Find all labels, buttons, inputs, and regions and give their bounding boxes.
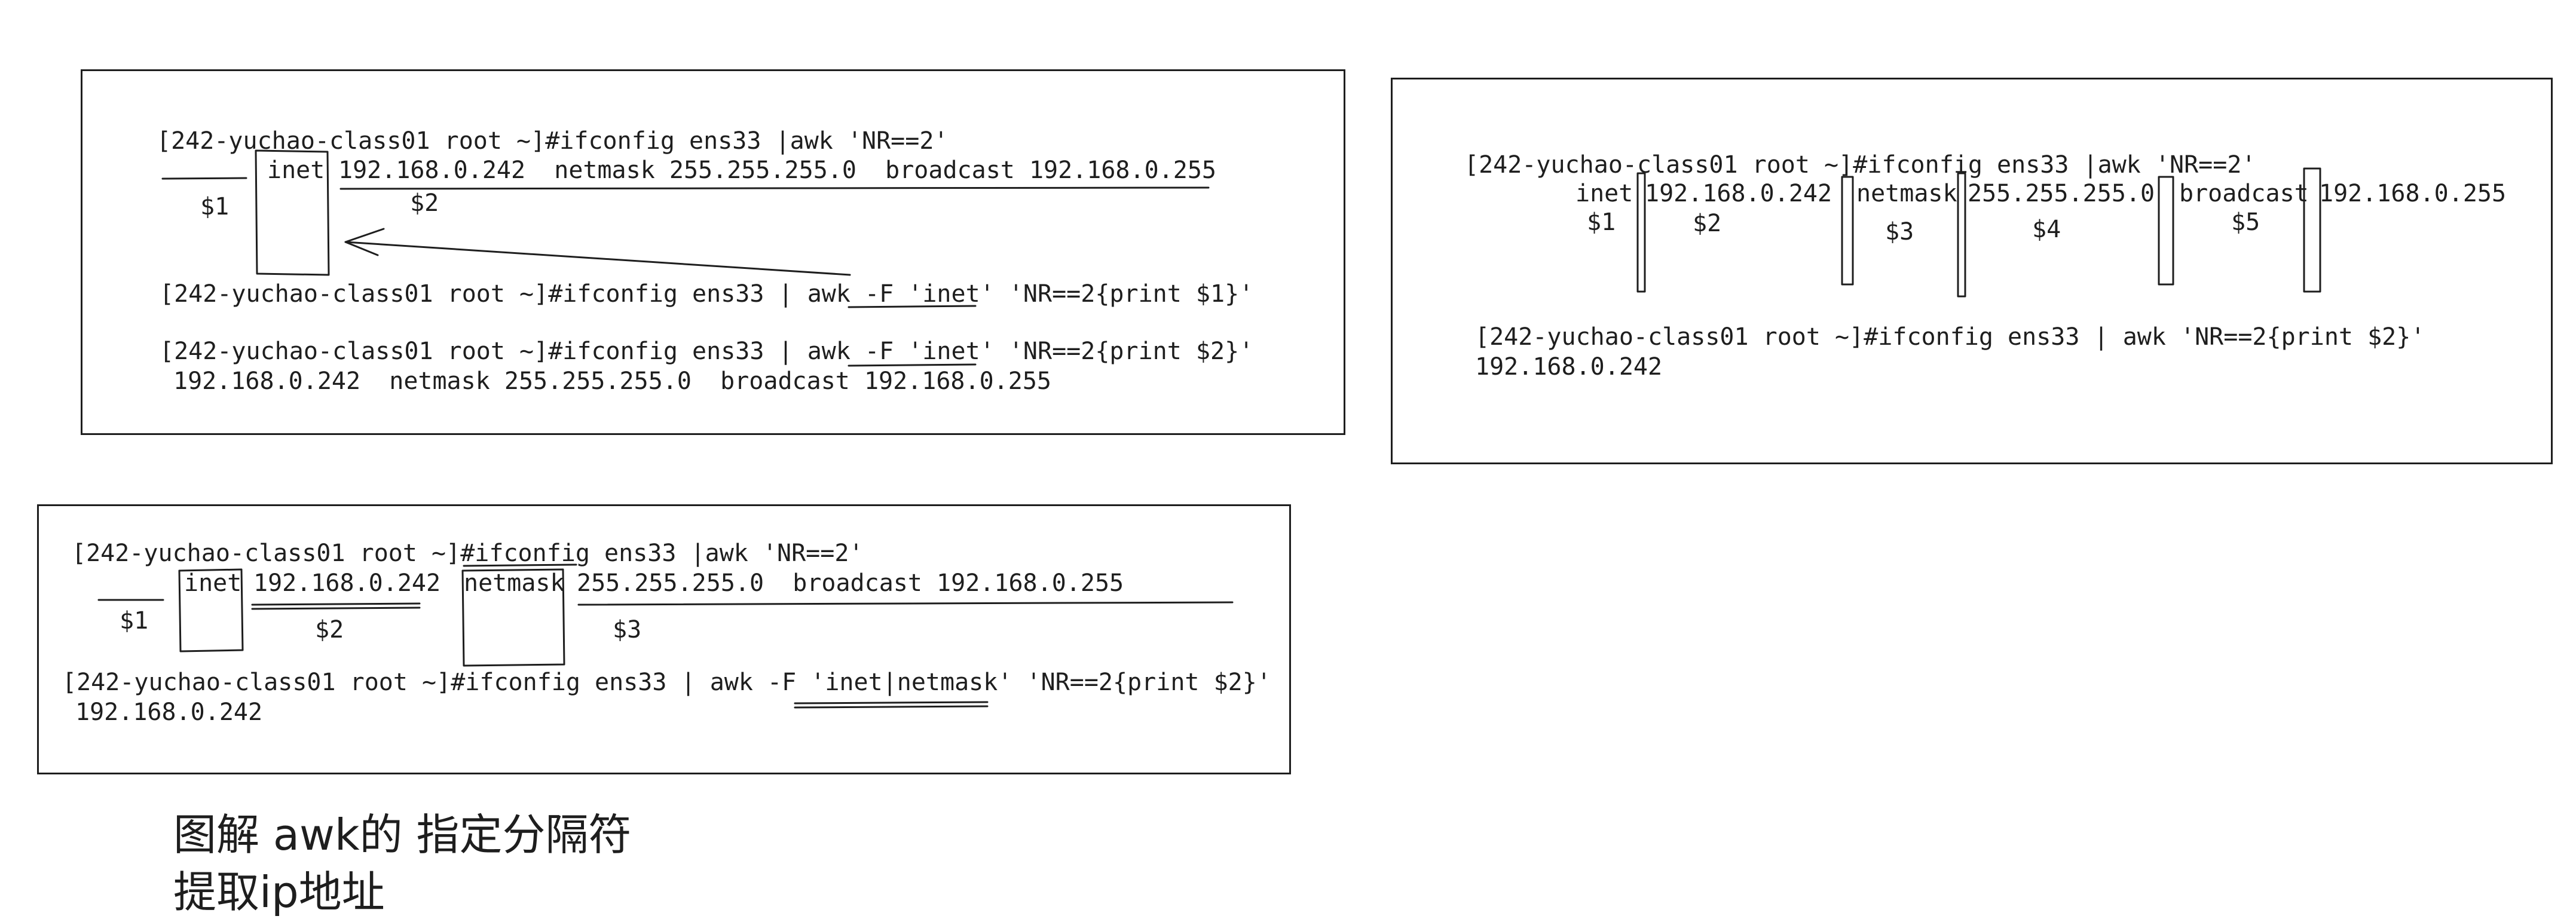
panel2-field-ip: 192.168.0.242 xyxy=(1645,180,1832,207)
panel1-output-rest: 192.168.0.242 netmask 255.255.255.0 broa… xyxy=(338,157,1217,184)
panel3-field-rest: 255.255.255.0 broadcast 192.168.0.255 xyxy=(577,569,1124,597)
panel2-output-print-2: 192.168.0.242 xyxy=(1475,353,1663,381)
panel1-command-nr2: [242-yuchao-class01 root ~]#ifconfig ens… xyxy=(157,127,949,155)
panel2-field-broadcast: broadcast xyxy=(2179,180,2309,207)
panel3-field-netmask: netmask xyxy=(464,569,565,597)
panel2-field-label-3: $3 xyxy=(1885,218,1914,246)
panel1-command-print-2: [242-yuchao-class01 root ~]#ifconfig ens… xyxy=(160,338,1254,365)
panel2-field-label-5: $5 xyxy=(2231,209,2260,236)
panel3-field-inet: inet xyxy=(184,569,242,597)
panel2-field-bcast-ip: 192.168.0.255 xyxy=(2319,180,2507,207)
panel2-command-nr2: [242-yuchao-class01 root ~]#ifconfig ens… xyxy=(1464,151,2256,179)
panel2-field-mask: 255.255.255.0 xyxy=(1968,180,2155,207)
diagram-caption-line-1: 图解 awk的 指定分隔符 xyxy=(173,810,632,860)
panel3-field-label-1: $1 xyxy=(120,607,149,635)
panel1-field-label-1: $1 xyxy=(200,193,230,220)
panel1-field-label-2: $2 xyxy=(410,189,439,217)
panel2-field-label-1: $1 xyxy=(1587,209,1616,236)
panel3-output-print-2: 192.168.0.242 xyxy=(75,699,263,726)
panel1-output-inet: inet xyxy=(267,157,325,184)
panel2-field-label-4: $4 xyxy=(2032,216,2061,243)
panel1-command-print-1: [242-yuchao-class01 root ~]#ifconfig ens… xyxy=(160,280,1254,308)
diagram-caption-line-2: 提取ip地址 xyxy=(173,867,385,917)
panel3-field-label-3: $3 xyxy=(613,616,642,644)
panel-multi-separator xyxy=(37,504,1291,774)
panel3-field-label-2: $2 xyxy=(315,616,344,644)
panel2-field-inet: inet xyxy=(1575,180,1633,207)
panel1-output-print-2: 192.168.0.242 netmask 255.255.255.0 broa… xyxy=(173,367,1052,395)
panel-default-separator xyxy=(1391,78,2553,464)
panel2-command-print-2: [242-yuchao-class01 root ~]#ifconfig ens… xyxy=(1475,323,2425,351)
panel3-field-ip: 192.168.0.242 xyxy=(253,569,441,597)
panel3-command-nr2: [242-yuchao-class01 root ~]#ifconfig ens… xyxy=(72,540,864,567)
panel2-field-netmask: netmask xyxy=(1856,180,1957,207)
panel2-field-label-2: $2 xyxy=(1693,210,1722,237)
panel3-command-print-2: [242-yuchao-class01 root ~]#ifconfig ens… xyxy=(62,669,1271,696)
